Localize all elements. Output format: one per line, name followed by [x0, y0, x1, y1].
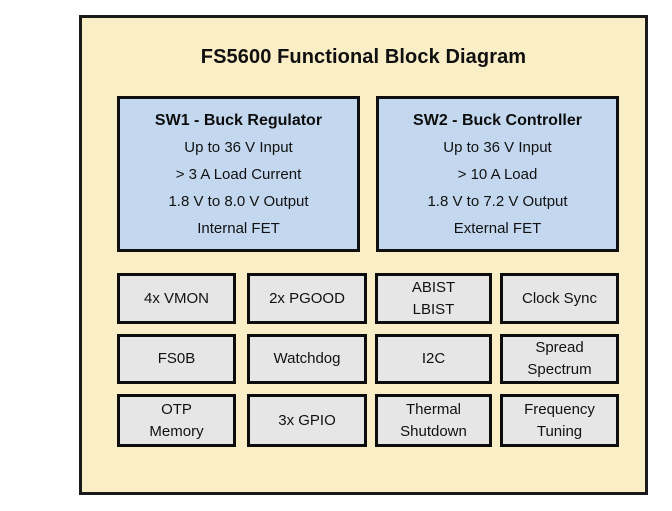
regulator-spec-line: > 3 A Load Current	[175, 165, 302, 183]
regulator-block-title: SW2 - Buck Controller	[413, 111, 582, 129]
block-diagram-panel: FS5600 Functional Block Diagram SW1 - Bu…	[79, 15, 648, 495]
feature-label: Tuning	[536, 422, 583, 440]
regulator-block-title: SW1 - Buck Regulator	[154, 111, 323, 129]
feature-label: Frequency	[524, 400, 595, 418]
feature-block-grid: 4x VMON 2x PGOOD ABIST LBIST Clock Sync …	[117, 273, 619, 451]
feature-label: FS0B	[157, 350, 196, 367]
regulator-spec-line: Internal FET	[197, 219, 280, 237]
feature-label: Clock Sync	[521, 289, 598, 307]
feature-block-vmon: 4x VMON	[117, 273, 236, 324]
page-title: FS5600 Functional Block Diagram	[200, 46, 527, 68]
feature-block-fs0b: FS0B	[117, 334, 236, 384]
feature-label: Spread	[535, 339, 584, 356]
feature-label: OTP	[161, 400, 192, 418]
feature-label: 4x VMON	[143, 289, 209, 307]
regulator-spec-line: Up to 36 V Input	[184, 138, 293, 156]
feature-label: 3x GPIO	[278, 411, 336, 429]
regulator-spec-line: 1.8 V to 8.0 V Output	[168, 192, 309, 210]
feature-label: ABIST	[411, 278, 456, 296]
feature-label: 2x PGOOD	[269, 289, 345, 307]
feature-block-frequency-tuning: Frequency Tuning	[500, 394, 619, 447]
feature-block-gpio: 3x GPIO	[247, 394, 367, 447]
regulator-block-sw2: SW2 - Buck Controller Up to 36 V Input >…	[376, 96, 619, 252]
regulator-spec-line: External FET	[453, 219, 542, 237]
feature-block-pgood: 2x PGOOD	[247, 273, 367, 324]
feature-block-thermal-shutdown: Thermal Shutdown	[375, 394, 492, 447]
feature-block-watchdog: Watchdog	[247, 334, 367, 384]
feature-label: LBIST	[412, 300, 455, 318]
feature-block-clock-sync: Clock Sync	[500, 273, 619, 324]
regulator-spec-line: 1.8 V to 7.2 V Output	[427, 192, 568, 210]
feature-label: Thermal	[405, 400, 461, 418]
feature-block-abist-lbist: ABIST LBIST	[375, 273, 492, 324]
feature-label: Shutdown	[400, 422, 467, 440]
feature-block-i2c: I2C	[375, 334, 492, 384]
regulator-spec-line: > 10 A Load	[457, 165, 538, 183]
feature-label: Memory	[149, 422, 204, 440]
feature-block-spread-spectrum: Spread Spectrum	[500, 334, 619, 384]
feature-label: Spectrum	[527, 361, 592, 378]
regulator-spec-line: Up to 36 V Input	[443, 138, 552, 156]
feature-block-otp-memory: OTP Memory	[117, 394, 236, 447]
feature-label: I2C	[421, 350, 446, 367]
feature-label: Watchdog	[273, 350, 341, 367]
regulator-block-sw1: SW1 - Buck Regulator Up to 36 V Input > …	[117, 96, 360, 252]
